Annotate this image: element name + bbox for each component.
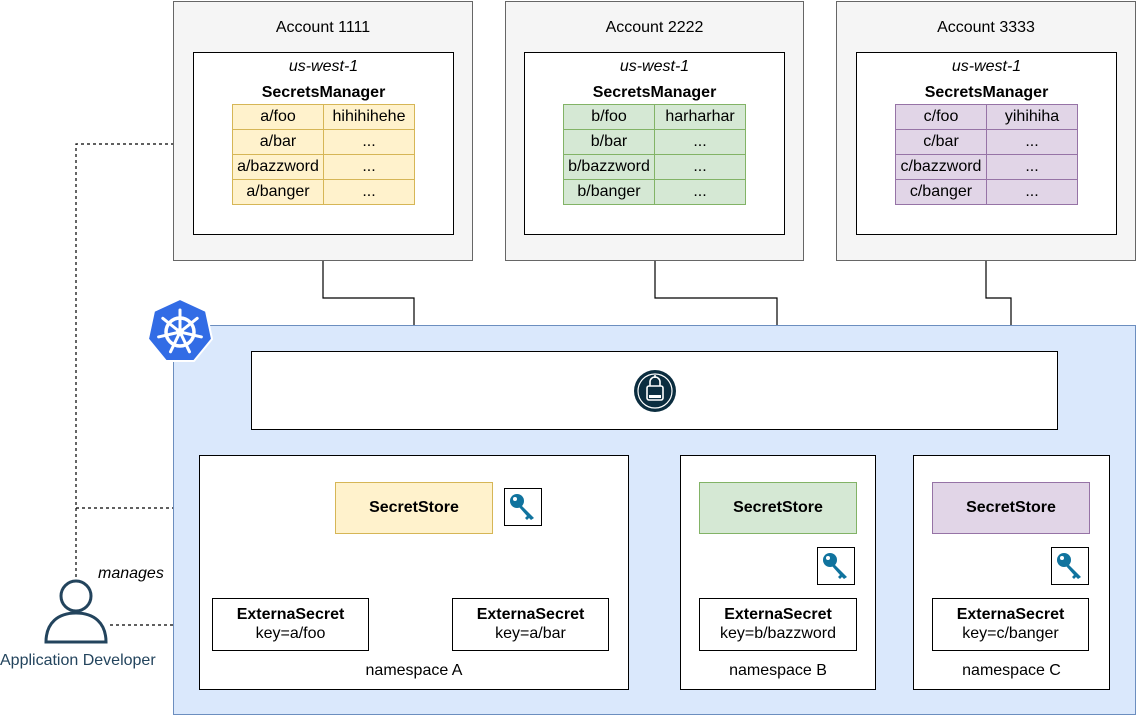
secret-value: ...: [986, 129, 1078, 155]
region-name: us-west-1: [288, 58, 359, 75]
account-title: Account 3333: [937, 19, 1035, 36]
table-row: a/bar...: [232, 129, 415, 155]
account-title: Account 1111: [275, 19, 371, 36]
secrets-manager-title: SecretsManager: [592, 84, 717, 101]
secret-value: ...: [986, 154, 1078, 180]
table-row: b/banger...: [563, 179, 746, 205]
key-icon: [504, 488, 542, 526]
secret-value: hihihihehe: [323, 104, 415, 130]
external-secret-b-bazzword[interactable]: ExternaSecret key=b/bazzword: [699, 598, 857, 651]
table-row: b/bazzword...: [563, 154, 746, 180]
key-icon: [1051, 547, 1089, 585]
external-secret-key: key=a/foo: [255, 625, 326, 642]
secret-key: b/foo: [563, 104, 655, 130]
actor-name: Application Developer: [0, 652, 156, 669]
table-row: c/bar...: [895, 129, 1078, 155]
secret-value: ...: [654, 154, 746, 180]
manages-label: manages: [98, 565, 164, 582]
external-secret-title: ExternaSecret: [724, 606, 832, 623]
external-secret-key: key=c/banger: [962, 625, 1059, 642]
secret-key: b/banger: [563, 179, 655, 205]
namespace-label: namespace B: [729, 662, 827, 679]
external-secret-key: key=b/bazzword: [719, 625, 837, 642]
secret-value: ...: [986, 179, 1078, 205]
external-secret-a-bar[interactable]: ExternaSecret key=a/bar: [452, 598, 609, 651]
connector-operator-account-2222: [650, 235, 778, 351]
secret-key: a/banger: [232, 179, 324, 205]
external-secret-c-banger[interactable]: ExternaSecret key=c/banger: [932, 598, 1089, 651]
table-row: b/bar...: [563, 129, 746, 155]
connector-actor-account: [75, 139, 192, 577]
secret-key: c/banger: [895, 179, 987, 205]
external-secret-title: ExternaSecret: [956, 606, 1065, 623]
secret-value: ...: [323, 129, 415, 155]
external-secret-a-foo[interactable]: ExternaSecret key=a/foo: [212, 598, 369, 651]
kubernetes-icon: [145, 297, 215, 363]
secret-key: c/bazzword: [895, 154, 987, 180]
secret-store-c[interactable]: SecretStore: [932, 482, 1090, 534]
secret-value: harharhar: [654, 104, 746, 130]
secret-value: ...: [654, 129, 746, 155]
secret-key: a/bazzword: [232, 154, 324, 180]
key-icon: [817, 547, 855, 585]
secret-key: b/bazzword: [563, 154, 655, 180]
table-row: c/bazzword...: [895, 154, 1078, 180]
user-icon: [44, 577, 110, 645]
external-secret-title: ExternaSecret: [476, 606, 585, 623]
secret-value: ...: [654, 179, 746, 205]
secrets-manager-title: SecretsManager: [924, 84, 1049, 101]
region-name: us-west-1: [951, 58, 1022, 75]
secrets-manager-title: SecretsManager: [261, 84, 386, 101]
secret-store-a[interactable]: SecretStore: [335, 482, 493, 534]
secret-value: yihihiha: [986, 104, 1078, 130]
namespace-label: namespace A: [365, 662, 463, 679]
secret-key: a/foo: [232, 104, 324, 130]
region-name: us-west-1: [619, 58, 690, 75]
external-secrets-operator-icon: [633, 369, 677, 413]
secret-key: c/foo: [895, 104, 987, 130]
secret-store-b[interactable]: SecretStore: [699, 482, 857, 534]
table-row: a/bazzword...: [232, 154, 415, 180]
external-secret-key: key=a/bar: [495, 625, 566, 642]
table-row: c/banger...: [895, 179, 1078, 205]
secret-key: a/bar: [232, 129, 324, 155]
secret-key: b/bar: [563, 129, 655, 155]
table-row: a/banger...: [232, 179, 415, 205]
namespace-label: namespace C: [962, 662, 1061, 679]
secret-key: c/bar: [895, 129, 987, 155]
connector-operator-account-1111: [318, 235, 415, 351]
secret-value: ...: [323, 179, 415, 205]
external-secret-title: ExternaSecret: [236, 606, 345, 623]
connector-operator-account-3333: [981, 235, 1012, 351]
secret-value: ...: [323, 154, 415, 180]
account-title: Account 2222: [605, 19, 704, 36]
